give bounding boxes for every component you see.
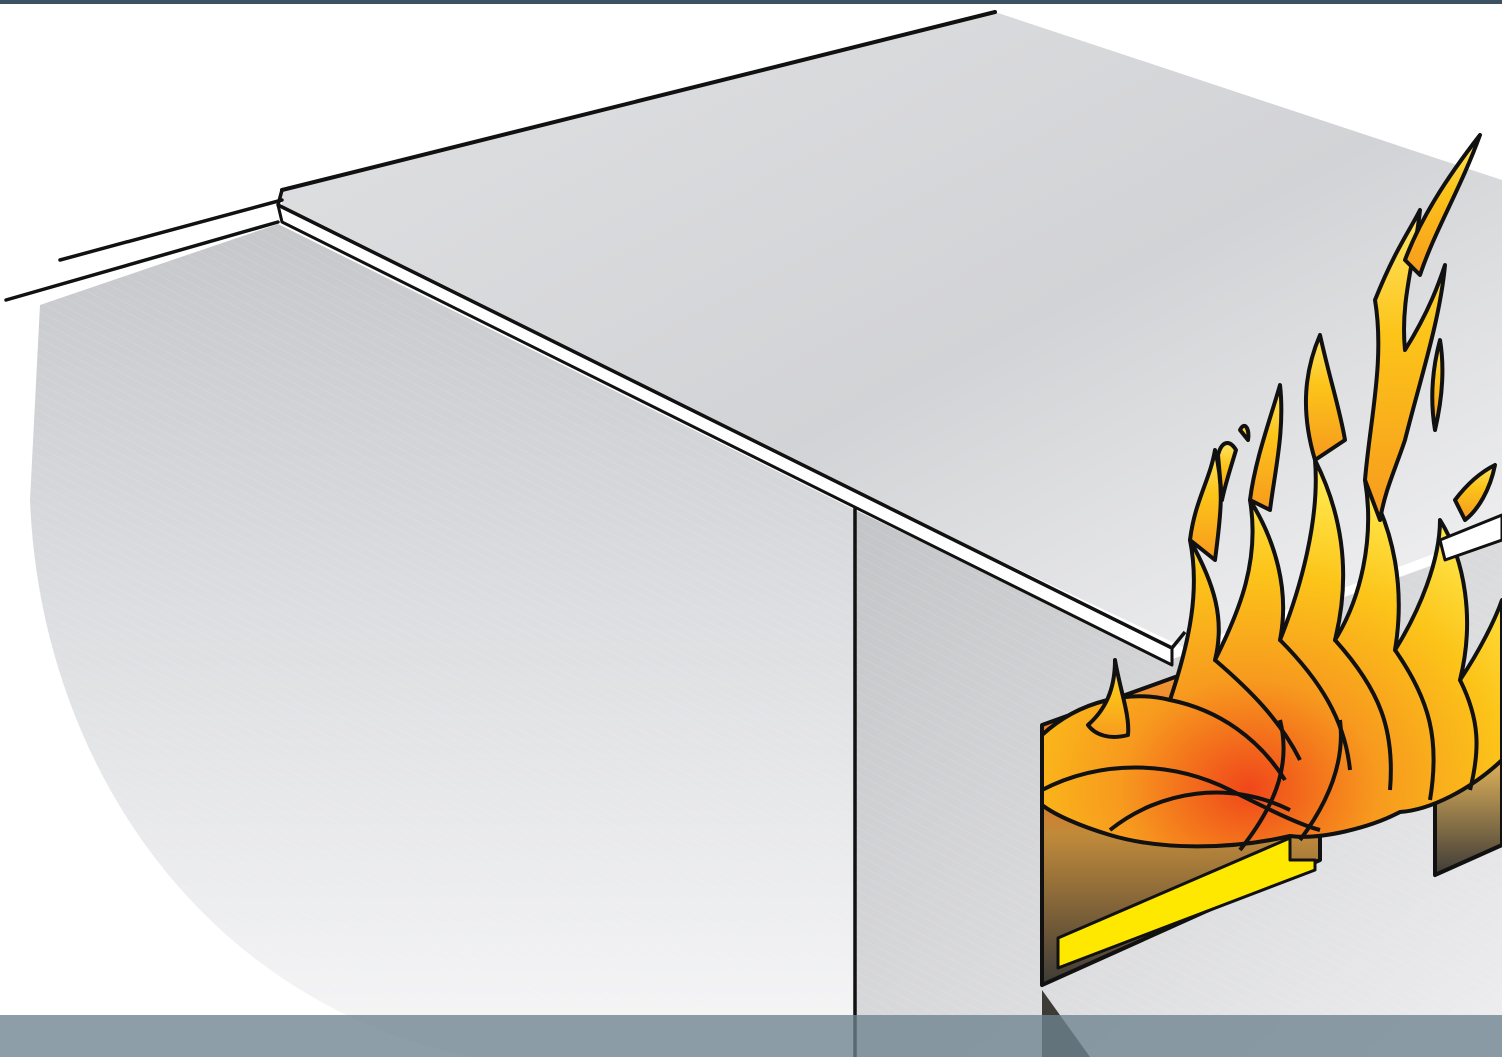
bottom-bar [0, 1015, 1502, 1057]
